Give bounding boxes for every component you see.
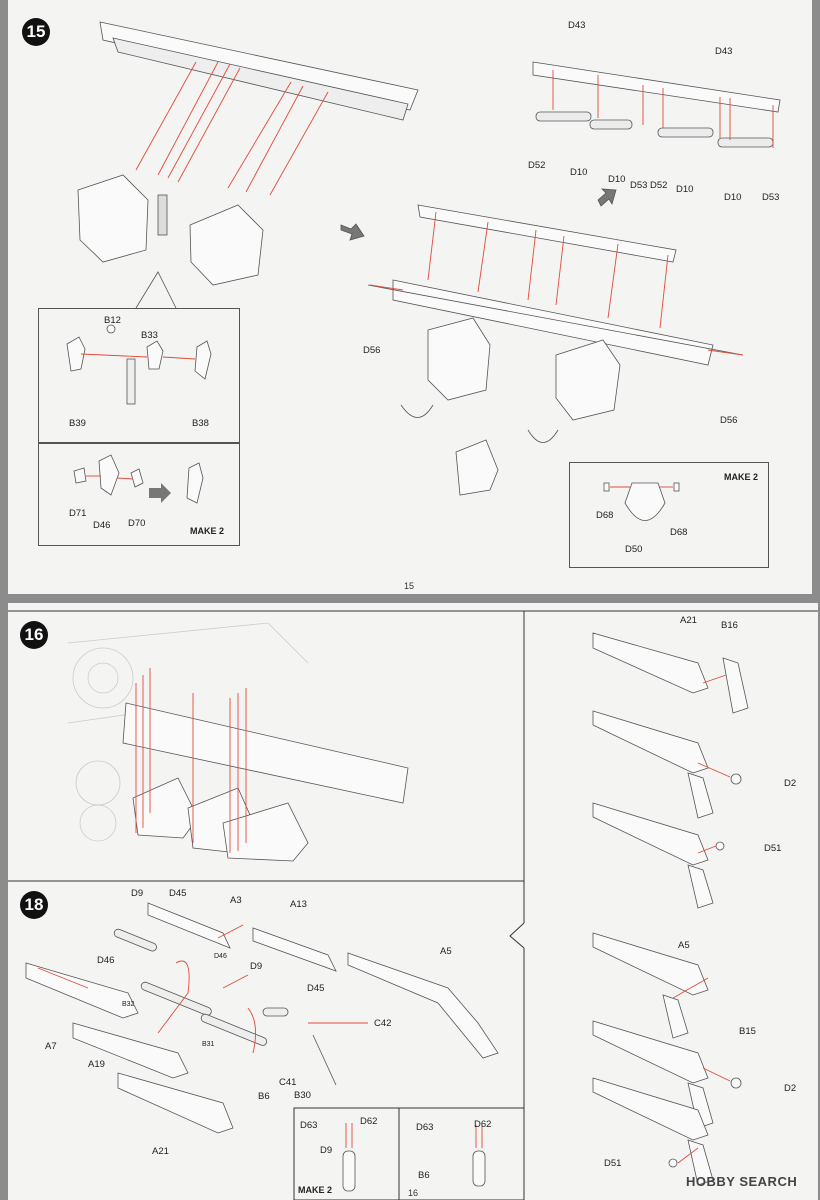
make-2-label-step18: MAKE 2 <box>298 1185 333 1195</box>
label-a5-right: A5 <box>678 940 690 951</box>
label-a7: A7 <box>45 1041 57 1052</box>
label-d56-2: D56 <box>720 415 738 426</box>
label-d46: D46 <box>93 520 111 531</box>
label-b16: B16 <box>721 620 738 631</box>
step-18-badge: 18 <box>20 891 48 919</box>
callout-d46-assembly <box>38 442 240 546</box>
label-d68-1: D68 <box>596 510 614 521</box>
step-16-badge: 16 <box>20 621 48 649</box>
step-15-badge: 15 <box>22 18 50 46</box>
label-d9-1: D9 <box>131 888 144 899</box>
hobby-search-watermark: HOBBY SEARCH <box>686 1174 798 1189</box>
label-d2-1: D2 <box>784 778 797 789</box>
label-d46-small: D46 <box>214 953 227 960</box>
bogie-left-1 <box>77 174 149 263</box>
label-d45-2: D45 <box>307 983 325 994</box>
label-a3: A3 <box>230 895 242 906</box>
instruction-page-15: 15 <box>8 0 812 594</box>
label-d45-1: D45 <box>169 888 187 899</box>
label-b12: B12 <box>104 315 121 326</box>
label-d53-1: D53 <box>630 180 648 191</box>
label-d10-1: D10 <box>570 167 588 178</box>
label-a13: A13 <box>290 899 307 910</box>
label-d43-1: D43 <box>568 20 586 31</box>
label-d9-2: D9 <box>250 961 263 972</box>
label-d70: D70 <box>128 518 146 529</box>
label-a19: A19 <box>88 1059 105 1070</box>
label-b6-sub: B6 <box>418 1170 430 1181</box>
label-b31: B31 <box>202 1041 215 1048</box>
label-c42: C42 <box>374 1018 392 1029</box>
label-b30: B30 <box>294 1090 311 1101</box>
page-number-15: 15 <box>404 581 415 591</box>
label-d46-step18: D46 <box>97 955 115 966</box>
callout-b33-assembly <box>38 308 240 444</box>
label-a21-right: A21 <box>680 615 697 626</box>
upper-rail <box>417 204 677 263</box>
label-d71: D71 <box>69 508 87 519</box>
label-d43-2: D43 <box>715 46 733 57</box>
bogie-left-2 <box>189 204 264 286</box>
label-d52-1: D52 <box>528 160 546 171</box>
callout-d50-assembly <box>569 462 769 568</box>
label-b32: B32 <box>122 1001 135 1008</box>
label-b33: B33 <box>141 330 158 341</box>
label-d63-2: D63 <box>416 1122 434 1133</box>
lower-rail <box>392 279 714 366</box>
label-d62-1: D62 <box>360 1116 378 1127</box>
arrow-down <box>597 188 617 207</box>
label-d10-4: D10 <box>724 192 742 203</box>
label-b39: B39 <box>69 418 86 429</box>
arrow-right <box>340 223 365 241</box>
label-d51-2: D51 <box>604 1158 622 1169</box>
chassis-rail-left <box>99 21 419 111</box>
label-d68-2: D68 <box>670 527 688 538</box>
label-d50: D50 <box>625 544 643 555</box>
make-2-label-right: MAKE 2 <box>724 472 759 482</box>
instruction-page-16: 16 18 A21 B16 D2 D51 A5 B15 D2 D51 D9 D4… <box>8 603 818 1200</box>
label-d56-1: D56 <box>363 345 381 356</box>
label-d9-sub: D9 <box>320 1145 333 1156</box>
step16-18-drawing <box>8 610 818 1200</box>
label-b15: B15 <box>739 1026 756 1037</box>
label-d62-2: D62 <box>474 1119 492 1130</box>
label-d10-2: D10 <box>608 174 626 185</box>
label-a21-step18: A21 <box>152 1146 169 1157</box>
label-d10-3: D10 <box>676 184 694 195</box>
label-d51-1: D51 <box>764 843 782 854</box>
label-c41: C41 <box>279 1077 297 1088</box>
label-a5-step18: A5 <box>440 946 452 957</box>
step15-drawing <box>77 21 781 496</box>
label-d63-1: D63 <box>300 1120 318 1131</box>
rail-top-right <box>532 61 781 113</box>
label-b6-step18: B6 <box>258 1091 270 1102</box>
label-b38: B38 <box>192 418 209 429</box>
label-d53-2: D53 <box>762 192 780 203</box>
label-d2-2: D2 <box>784 1083 797 1094</box>
page-number-16: 16 <box>408 1188 419 1198</box>
track-rail <box>122 702 409 804</box>
make-2-label-left: MAKE 2 <box>190 526 225 536</box>
label-d52-2: D52 <box>650 180 668 191</box>
